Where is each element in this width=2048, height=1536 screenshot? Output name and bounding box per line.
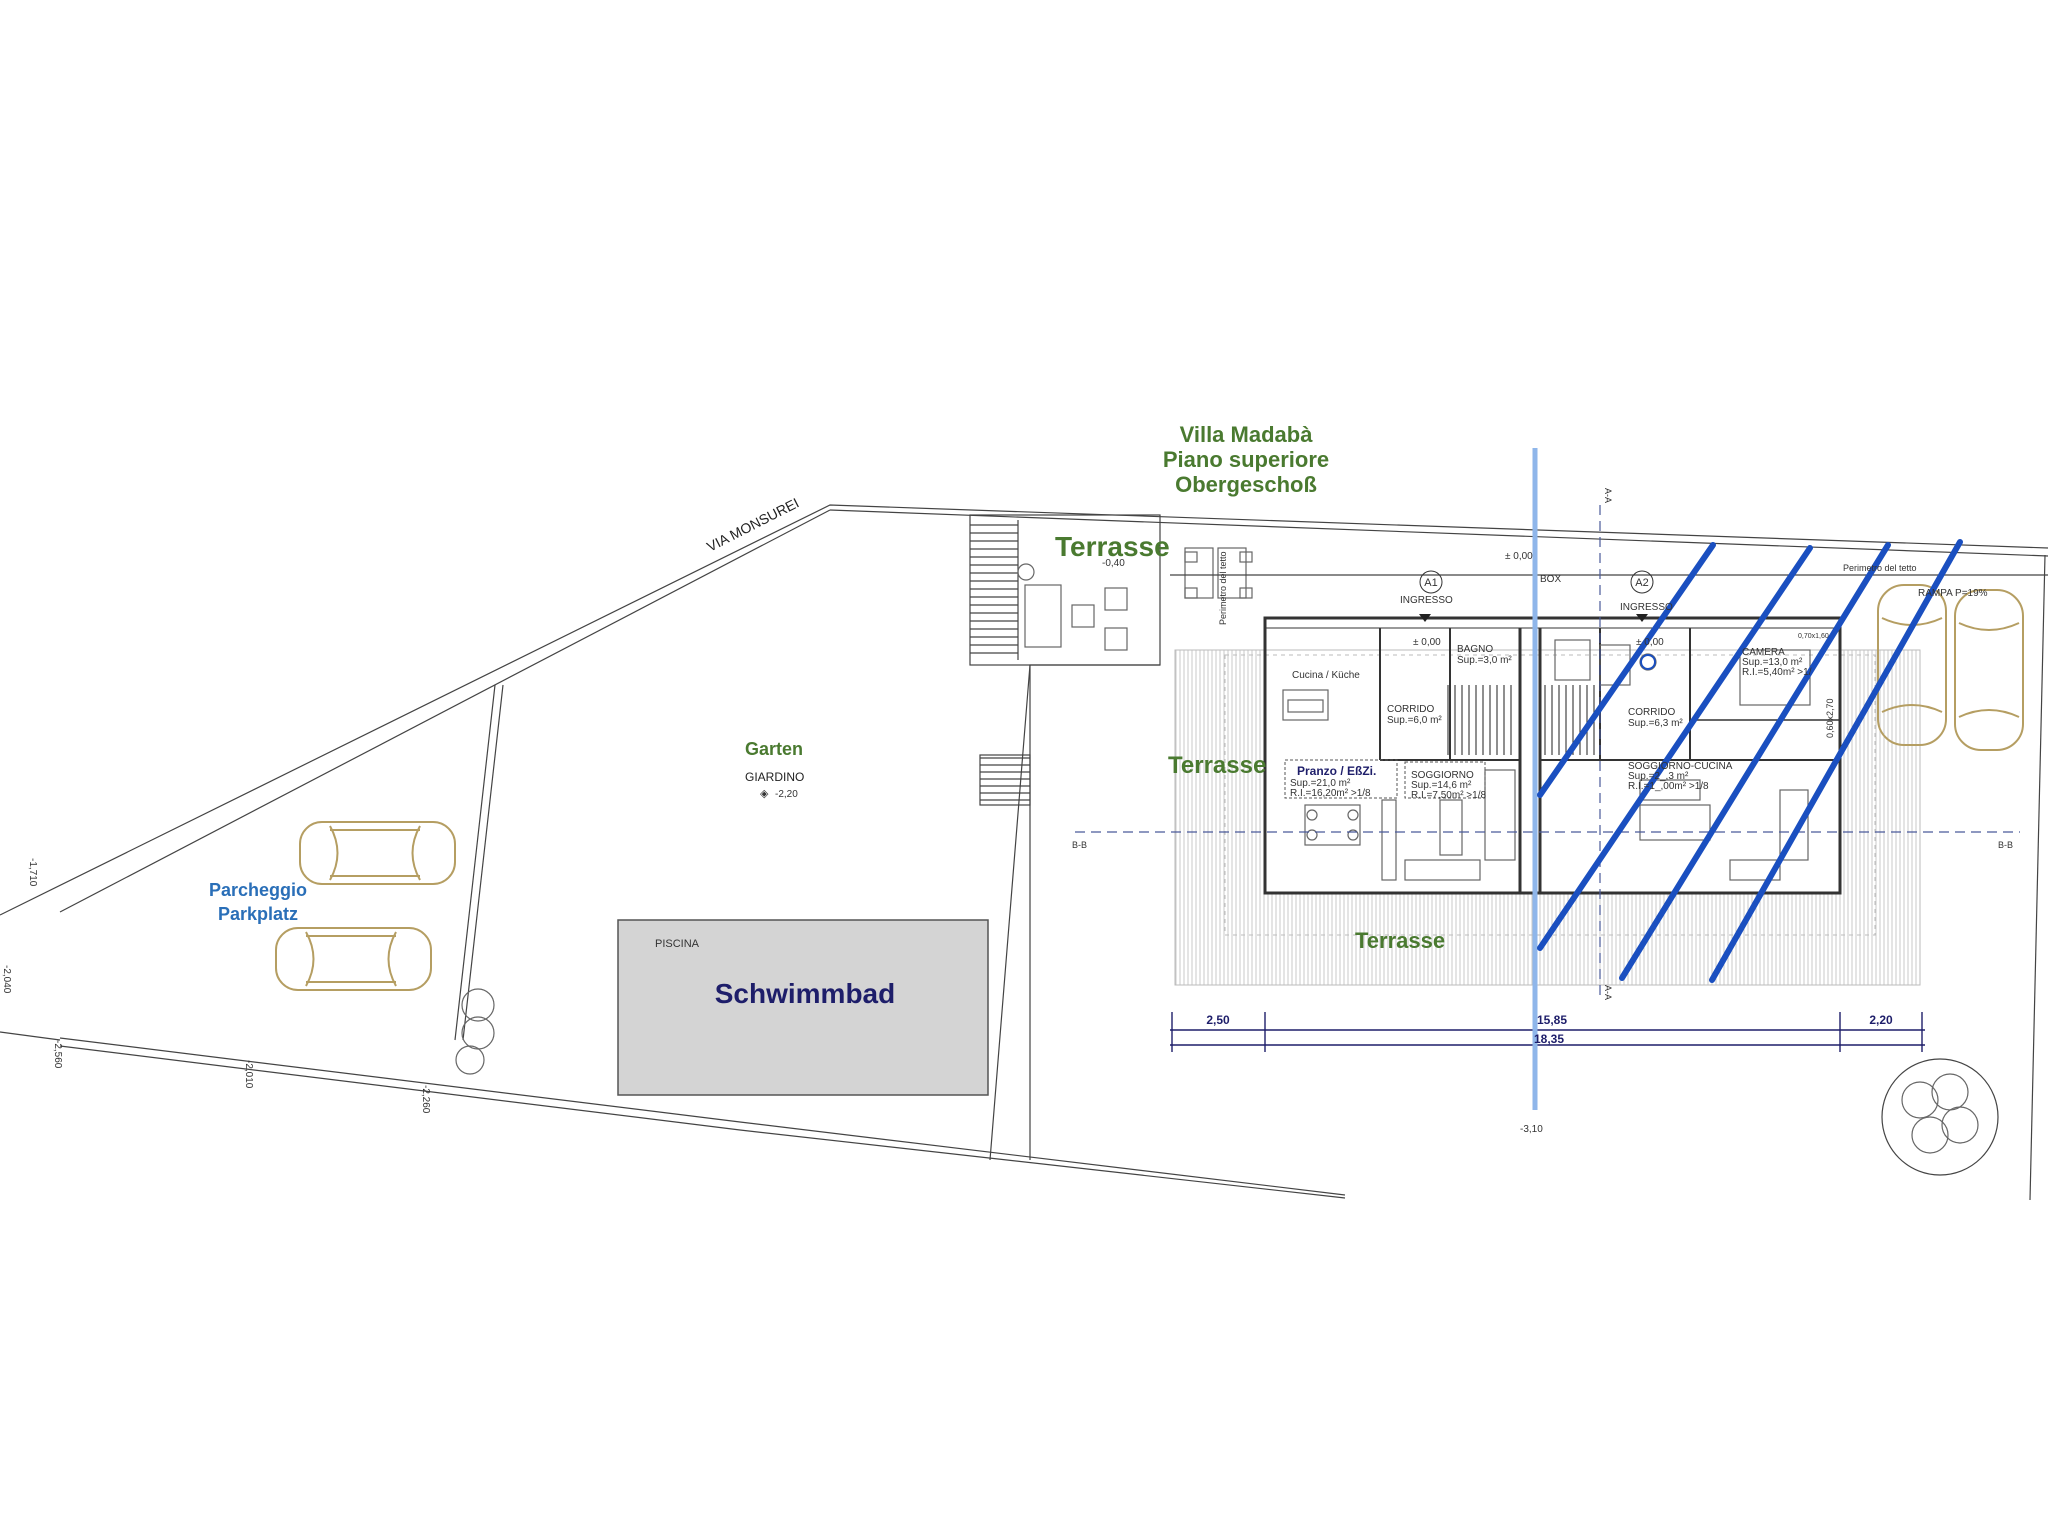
level-marker-garden: ◈: [760, 788, 769, 800]
section-markers: A-A A-A B-B B-B: [1072, 488, 2013, 1000]
pranzo-box: [1284, 759, 1398, 799]
pool-de-label: Schwimmbad: [715, 978, 895, 1009]
label-bagno: BAGNO: [1457, 644, 1493, 655]
section-bb-left: B-B: [1072, 840, 1087, 850]
terrace-top-label: Terrasse: [1055, 531, 1170, 562]
label-ingresso-a2: INGRESSO: [1620, 602, 1673, 613]
unit-a2-marker: [1630, 570, 1654, 594]
garden-it-label: GIARDINO: [745, 770, 804, 784]
room-labels: INGRESSO INGRESSO Cucina / Küche BAGNO S…: [1218, 551, 1988, 801]
level-left-1: -1,710: [27, 858, 38, 887]
parking-cars: [275, 584, 2024, 991]
section-aa-top: A-A: [1603, 488, 1613, 503]
label-soggcucina: SOGGIORNO-CUCINA: [1628, 761, 1733, 772]
label-corrido-1-sup: Sup.=6,0 m²: [1387, 715, 1442, 726]
label-corrido-1: CORRIDO: [1387, 704, 1434, 715]
terrace-outline: [1174, 649, 1921, 986]
title-block: Villa Madabà Piano superiore Obergeschoß: [1163, 422, 1329, 497]
section-bb-right: B-B: [1998, 840, 2013, 850]
dimension-lines: [1170, 1012, 1925, 1052]
level-b2: -2,010: [243, 1060, 254, 1089]
blue-overlay-lines: [1537, 539, 1963, 983]
trees: [455, 988, 1999, 1176]
level-a2-in: ± 0,00: [1636, 637, 1664, 648]
label-soggiorno-sup: Sup.=14,6 m²: [1411, 780, 1472, 791]
level-left-2: -2,040: [1, 965, 12, 994]
dimension-labels: 2,50 15,85 2,20 18,35: [1206, 1013, 1893, 1046]
label-soggcucina-sup: Sup.=2_,3 m²: [1628, 771, 1689, 782]
terrace-bottom-label: Terrasse: [1355, 928, 1445, 953]
street-name: VIA MONSUREI: [704, 495, 801, 555]
label-soggiorno: SOGGIORNO: [1411, 770, 1474, 781]
label-soggiorno-ri: R.I.=7,50m² >1/8: [1411, 790, 1486, 801]
label-camera-sup: Sup.=13,0 m²: [1742, 657, 1803, 668]
label-bagno-sup: Sup.=3,0 m²: [1457, 655, 1512, 666]
level-a1-in: ± 0,00: [1413, 637, 1441, 648]
label-soggcucina-ri: R.I.=1_,00m² >1/8: [1628, 781, 1709, 792]
dim-mid: 15,85: [1537, 1013, 1567, 1027]
label-camera-ri: R.I.=5,40m² >1/: [1742, 667, 1812, 678]
level-a1-top: ± 0,00: [1505, 551, 1533, 562]
car-4: [1954, 589, 2024, 751]
label-unit-a1: A1: [1424, 577, 1437, 589]
dim-left: 2,50: [1206, 1013, 1230, 1027]
dim-total: 18,35: [1534, 1032, 1564, 1046]
label-pranzo-ri: R.I.=16,20m² >1/8: [1290, 788, 1371, 799]
parking-de-label: Parkplatz: [218, 904, 298, 924]
site-boundary: [0, 504, 2048, 1201]
level-b3: -2,260: [420, 1085, 431, 1114]
terrace-mid-label: Terrasse: [1168, 752, 1266, 779]
label-pranzo-sup: Sup.=21,0 m²: [1290, 778, 1351, 789]
level-labels: -0,40 ± 0,00 ± 0,00 ± 0,00 -3,10 -1,710 …: [1, 551, 1664, 1135]
entry-arrow-a2: [1636, 614, 1648, 622]
section-aa-bottom: A-A: [1603, 985, 1613, 1000]
label-box: BOX: [1540, 574, 1561, 585]
label-corrido-2-sup: Sup.=6,3 m²: [1628, 718, 1683, 729]
title-line-1: Villa Madabà: [1180, 422, 1314, 447]
title-line-2: Piano superiore: [1163, 447, 1329, 472]
label-rampa: RAMPA P=19%: [1918, 588, 1988, 599]
label-window-1: 0,70x1,60: [1798, 633, 1829, 640]
entry-arrow-a1: [1419, 614, 1431, 622]
level-b1: -2,560: [52, 1040, 63, 1069]
parking-it-label: Parcheggio: [209, 880, 307, 900]
label-ingresso-a1: INGRESSO: [1400, 595, 1453, 606]
label-perimetro-1: Perimetro del tetto: [1218, 551, 1228, 625]
level-terrace: -0,40: [1102, 558, 1125, 569]
label-pranzo: Pranzo / EßZi.: [1297, 764, 1376, 778]
pool-it-label: PISCINA: [655, 938, 700, 950]
title-line-3: Obergeschoß: [1175, 472, 1317, 497]
soggiorno-box: [1404, 761, 1486, 799]
car-2: [275, 927, 432, 991]
dim-right: 2,20: [1869, 1013, 1893, 1027]
label-perimetro-2: Perimetro del tetto: [1843, 563, 1917, 573]
unit-a1-marker: [1419, 570, 1443, 594]
level-bottom: -3,10: [1520, 1124, 1543, 1135]
heating-icon: [1640, 654, 1656, 670]
pool: [617, 919, 989, 1096]
label-corrido-2: CORRIDO: [1628, 707, 1675, 718]
car-1: [299, 821, 456, 885]
label-camera: CAMERA: [1742, 647, 1785, 658]
terrace-inner-outline: [1224, 654, 1876, 936]
garden-level: -2,20: [775, 789, 798, 800]
label-window-2: 0,60x2,70: [1825, 698, 1835, 738]
upper-terrace: [969, 514, 2048, 806]
label-cucina: Cucina / Küche: [1292, 670, 1360, 681]
label-unit-a2: A2: [1635, 577, 1648, 589]
garden-label: Garten: [745, 739, 803, 759]
